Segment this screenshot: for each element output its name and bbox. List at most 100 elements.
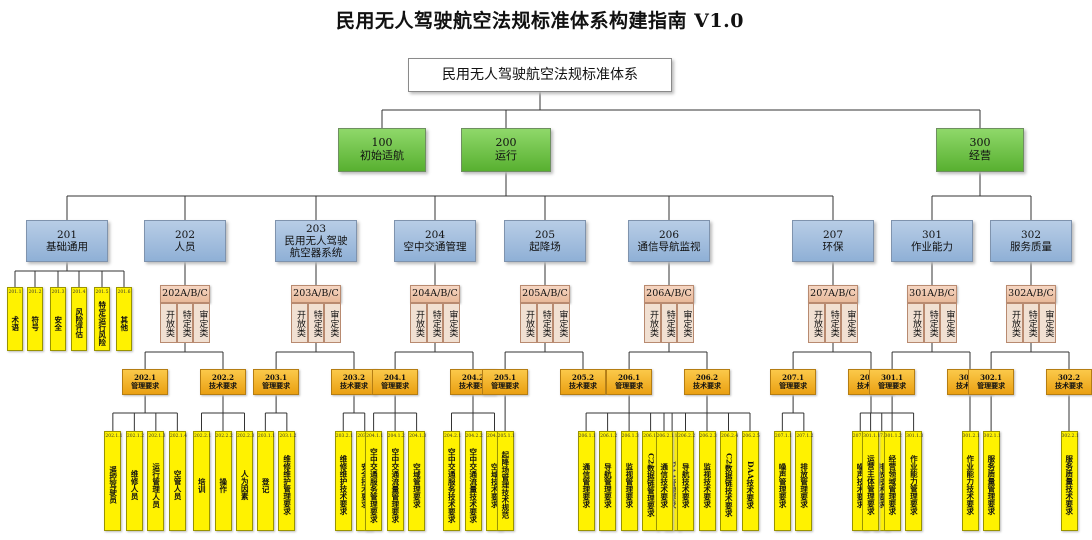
leaf-code: 204.2.3 [487,434,505,439]
l3-sub-label: 开放类 [524,309,535,337]
leaf-label: 排放技术要求 [877,462,887,508]
l3-code: 205A/B/C [522,287,568,299]
l3-node-301: 301A/B/C [907,285,957,303]
l2-node-206-text: 通信导航监视 [637,241,701,253]
l2-node-301-text: 301 [921,228,943,241]
l3-sub-label: 审定类 [1043,309,1054,337]
root-node: 民用无人驾驶航空法规标准体系 [408,58,672,92]
leaf-code: 207.1.2 [796,434,814,439]
leaf-label: 风险评估 [74,308,84,338]
l2-node-302-text: 服务质量 [1010,241,1052,253]
l3-code: 301A/B/C [909,287,955,299]
l3-sub-category: 开放类 [160,303,177,343]
l4-node-205.2-text: 205.2 [572,372,594,382]
leaf-label: 人为因素 [240,470,250,500]
leaf-label: 空中交通服务管理要求 [369,447,379,523]
root-node-label: 民用无人驾驶航空法规标准体系 [442,66,638,83]
leaf-label: DAA技术要求 [745,460,755,510]
leaf-code: 302.1.1 [983,434,1001,439]
l4-node-203.1-text: 管理要求 [262,381,291,390]
l4-node-207.1-text: 管理要求 [779,381,808,390]
l3-sub-category: 审定类 [553,303,570,343]
l4-node-204.1-text: 管理要求 [381,381,410,390]
leaf-code: 207.2.1 [853,434,870,439]
l4-node-302.1-text: 管理要求 [977,381,1006,390]
l3-sub-category: 审定类 [1039,303,1056,343]
l3-sub-label: 特定类 [927,309,938,337]
leaf-code: 301.1.1 [863,434,881,439]
leaf-label: 作业能力技术要求 [965,455,975,515]
l1-node-100-text: 初始适航 [360,149,404,162]
l3-node-206: 206A/B/C [644,285,694,303]
l4-node-302.2-text: 技术要求 [1055,381,1083,390]
l1-node-300-text: 300 [969,136,991,150]
l3-sub-label: 审定类 [197,309,208,337]
l3-sub-label: 审定类 [328,309,339,337]
l3-sub-label: 开放类 [1010,309,1021,337]
l3-sub-label: 特定类 [828,309,839,337]
l3-sub-category: 特定类 [923,303,941,343]
leaf-code: 206.2.1 [656,434,674,439]
leaf-label: 维修人员 [130,470,140,500]
leaf-code: 202.1.1 [105,434,123,439]
leaf-label: 噪声技术要求 [856,462,865,508]
l4-node-205.1-text: 管理要求 [491,381,520,390]
leaf-code: 206.2.2 [678,434,696,439]
leaf-code: 207.1.1 [774,434,793,439]
l1-node-100-text: 100 [371,136,393,150]
leaf-label: 其他 [119,315,129,331]
l3-sub-category: 开放类 [410,303,427,343]
l3-sub-label: 特定类 [664,309,675,337]
leaf-label: 噪声管理要求 [778,462,788,508]
leaf-code: 301.2.1 [962,434,980,439]
l3-code: 203A/B/C [293,287,339,299]
leaf-code: 206.1.5 [664,434,682,439]
l3-sub-category: 开放类 [1006,303,1023,343]
leaf-code: 206.2.5 [742,434,760,439]
l2-node-201-text: 基础通用 [46,241,88,253]
leaf-code: 206.1.4 [643,434,661,439]
leaf-label: 维修维护技术要求 [339,455,348,515]
leaf-label: 起降场管理技术规范 [500,451,510,519]
leaf-label: 维修维护管理要求 [282,455,292,515]
l3-sub-category: 特定类 [307,303,325,343]
l3-sub-category: 审定类 [940,303,957,343]
leaf-label: 安全 [53,315,63,331]
l3-sub-label: 开放类 [911,309,922,337]
l3-node-207: 207A/B/C [808,285,858,303]
l3-sub-category: 开放类 [520,303,537,343]
leaf-label: 空中交通流量管理要求 [390,447,400,523]
l4-node-207.1-text: 207.1 [782,372,805,382]
leaf-label: 特定运行风险 [97,300,107,346]
l3-sub-category: 特定类 [536,303,554,343]
l3-node-302: 302A/B/C [1006,285,1056,303]
l3-sub-category: 特定类 [1022,303,1040,343]
leaf-code: 202.1.2 [126,434,145,439]
l3-node-204: 204A/B/C [410,285,460,303]
l2-node-206-text: 206 [658,228,680,241]
l2-node-205-text: 起降场 [529,241,561,253]
leaf-code: 206.1.2 [600,434,618,439]
